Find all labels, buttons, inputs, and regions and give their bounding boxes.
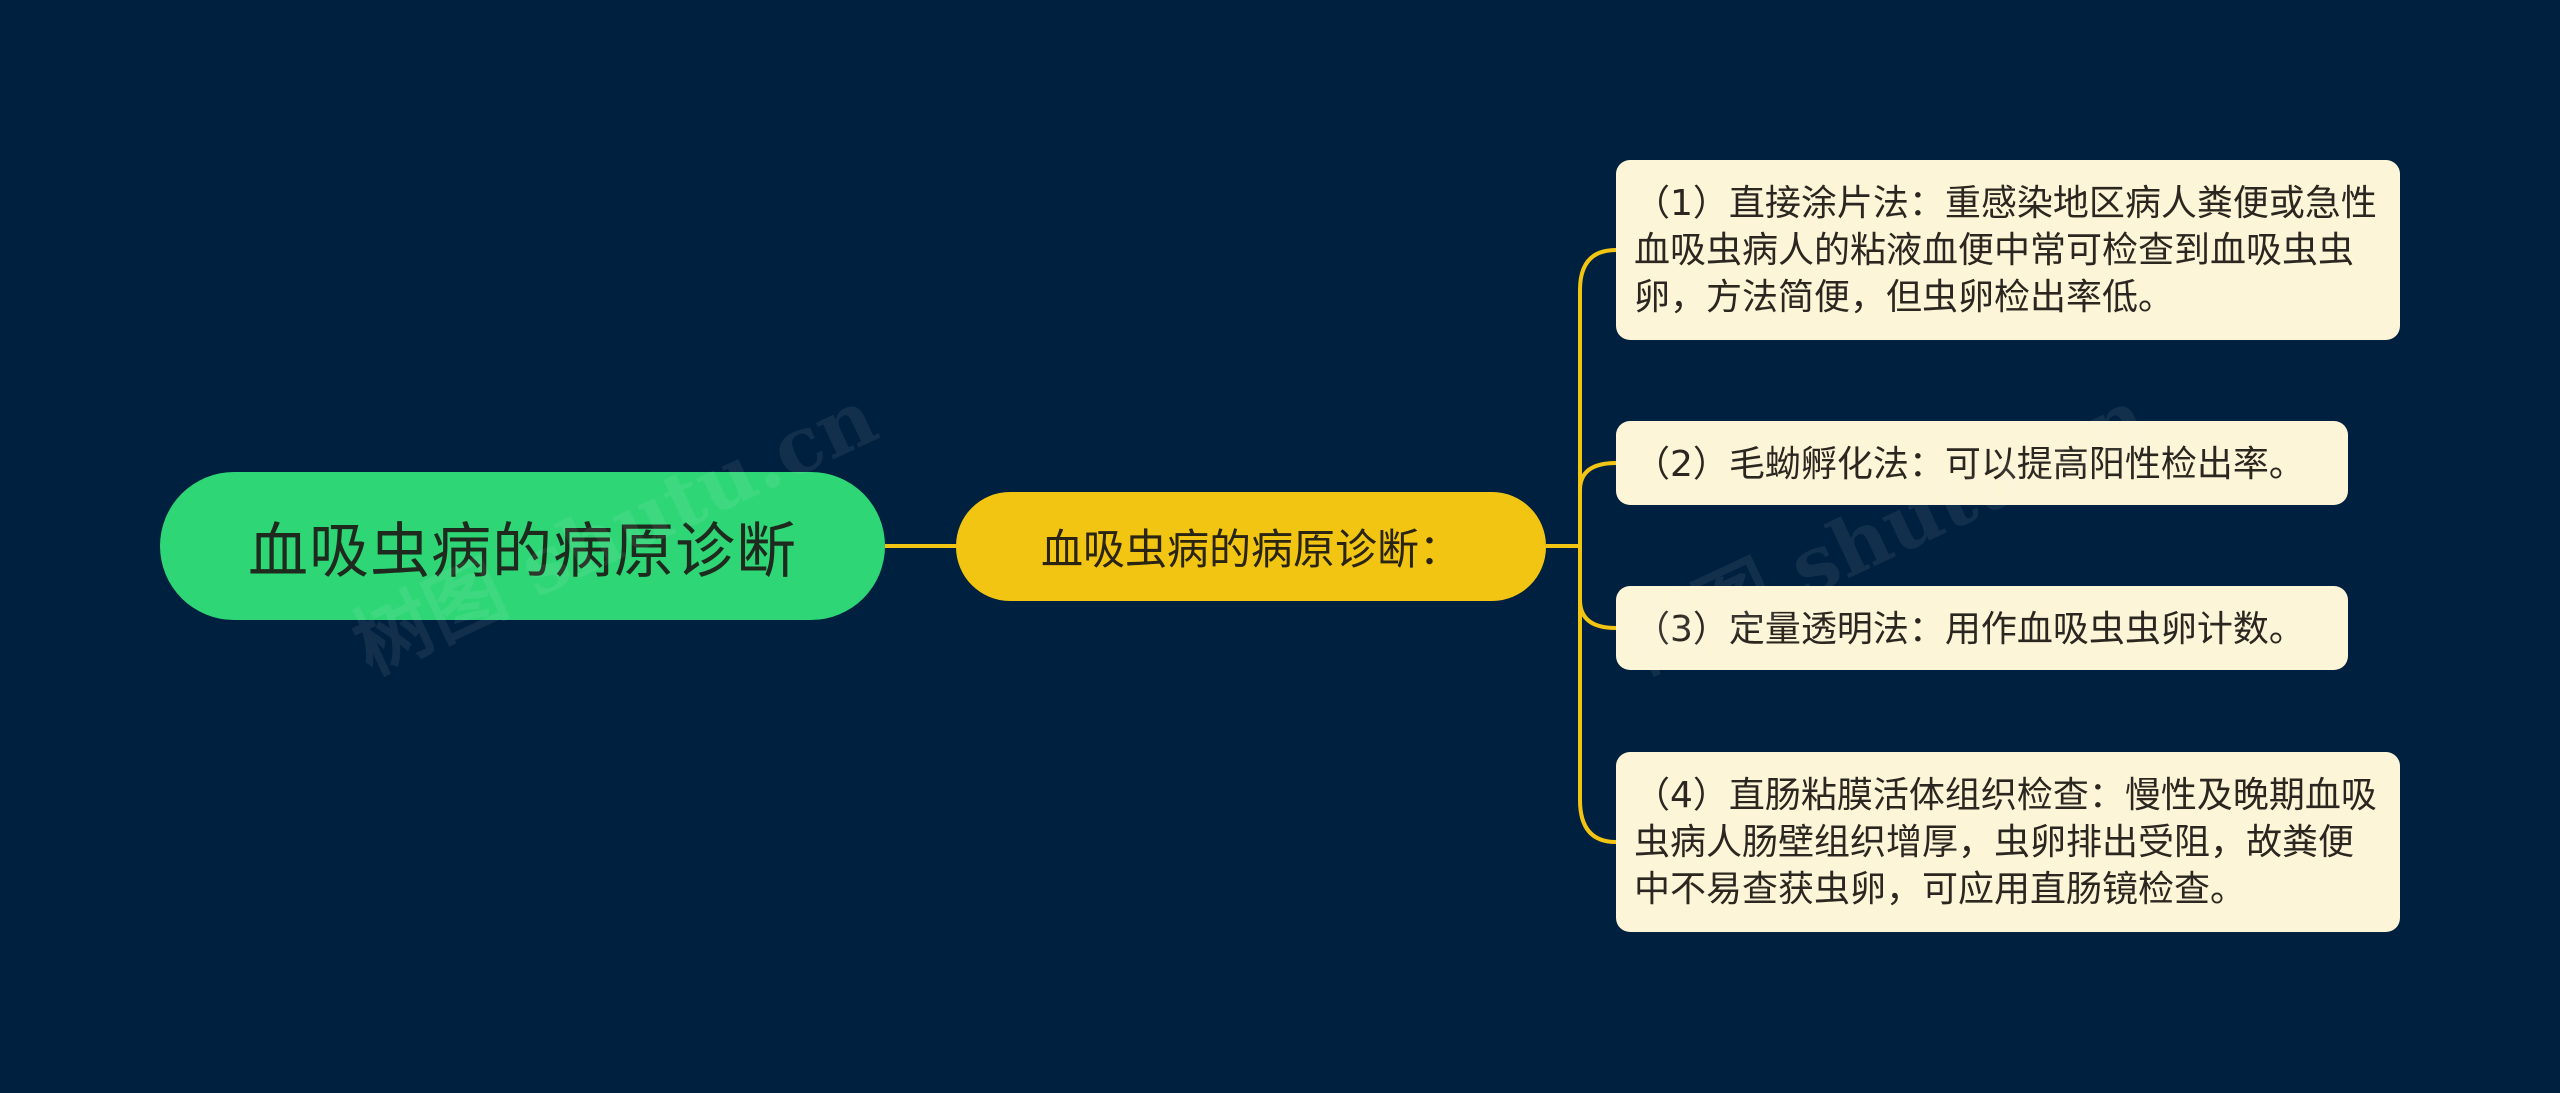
leaf-node-2[interactable]: （2）毛蚴孵化法：可以提高阳性检出率。 xyxy=(1616,421,2348,505)
leaf-node-3-label: （3）定量透明法：用作血吸虫虫卵计数。 xyxy=(1634,609,2305,650)
leaf-node-4[interactable]: （4）直肠粘膜活体组织检查：慢性及晚期血吸虫病人肠壁组织增厚，虫卵排出受阻，故粪… xyxy=(1616,752,2400,932)
leaf-node-4-label: （4）直肠粘膜活体组织检查：慢性及晚期血吸虫病人肠壁组织增厚，虫卵排出受阻，故粪… xyxy=(1634,775,2377,910)
leaf-node-1-label: （1）直接涂片法：重感染地区病人粪便或急性血吸虫病人的粘液血便中常可检查到血吸虫… xyxy=(1634,183,2377,318)
leaf-node-3[interactable]: （3）定量透明法：用作血吸虫虫卵计数。 xyxy=(1616,586,2348,670)
leaf-node-2-label: （2）毛蚴孵化法：可以提高阳性检出率。 xyxy=(1634,444,2305,485)
leaf-node-1[interactable]: （1）直接涂片法：重感染地区病人粪便或急性血吸虫病人的粘液血便中常可检查到血吸虫… xyxy=(1616,160,2400,340)
root-node-label: 血吸虫病的病原诊断 xyxy=(248,516,797,587)
subtopic-node-label: 血吸虫病的病原诊断： xyxy=(1040,525,1461,574)
connector-leaf-4 xyxy=(1578,546,1617,844)
connector-leaf-2 xyxy=(1578,461,1617,546)
subtopic-node[interactable]: 血吸虫病的病原诊断： xyxy=(956,492,1546,601)
root-node[interactable]: 血吸虫病的病原诊断 xyxy=(160,472,885,620)
connector-leaf-1 xyxy=(1578,248,1617,546)
connector-leaf-3 xyxy=(1578,546,1617,630)
